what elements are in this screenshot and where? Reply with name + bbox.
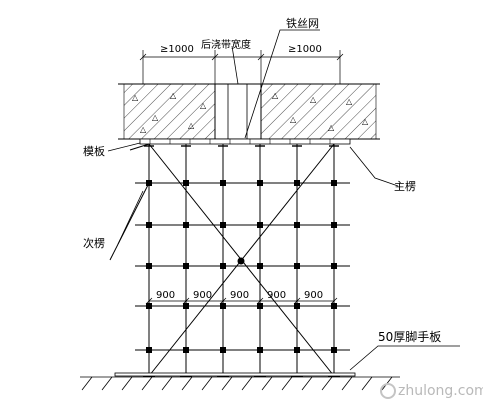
dim-spacing-5: 900 <box>304 290 324 301</box>
svg-text:△: △ <box>310 95 317 104</box>
formwork-board <box>139 138 351 145</box>
dim-spacing-4: 900 <box>267 290 287 301</box>
svg-text:△: △ <box>132 93 139 102</box>
spacing-dimension-line <box>145 297 338 305</box>
ground-scaffold-board <box>114 372 356 377</box>
label-main-beam: 主楞 <box>394 180 416 193</box>
ground-line <box>80 376 400 391</box>
watermark-text: zhulong.com <box>398 383 483 399</box>
top-dimension-lines <box>139 50 344 84</box>
svg-text:△: △ <box>290 115 297 124</box>
scaffold-ledgers <box>135 182 350 351</box>
dim-left-min: ≥1000 <box>160 44 194 55</box>
label-iron-mesh: 铁丝网 <box>286 17 319 30</box>
svg-text:△: △ <box>200 101 207 110</box>
label-post-pour-width: 后浇带宽度 <box>201 40 251 51</box>
svg-text:△: △ <box>170 91 177 100</box>
svg-text:△: △ <box>188 121 195 130</box>
cross-bracing <box>109 143 335 377</box>
svg-text:△: △ <box>272 91 279 100</box>
dim-spacing-1: 900 <box>156 290 176 301</box>
dim-spacing-3: 900 <box>230 290 250 301</box>
dim-spacing-2: 900 <box>193 290 213 301</box>
svg-text:△: △ <box>140 125 147 134</box>
label-secondary-beam: 次楞 <box>83 237 105 250</box>
watermark-logo-icon <box>380 383 396 399</box>
label-scaffold-board: 50厚脚手板 <box>378 330 442 344</box>
dim-right-min: ≥1000 <box>288 44 322 55</box>
leader-lines <box>107 29 460 371</box>
svg-text:△: △ <box>328 123 335 132</box>
clamp-joints <box>146 180 337 353</box>
svg-text:△: △ <box>346 97 353 106</box>
concrete-slab: △ △ △ △ △ △ △ △ △ △ △ △ <box>118 83 380 140</box>
label-formwork: 模板 <box>83 145 105 158</box>
svg-text:△: △ <box>152 113 159 122</box>
svg-text:△: △ <box>362 117 369 126</box>
